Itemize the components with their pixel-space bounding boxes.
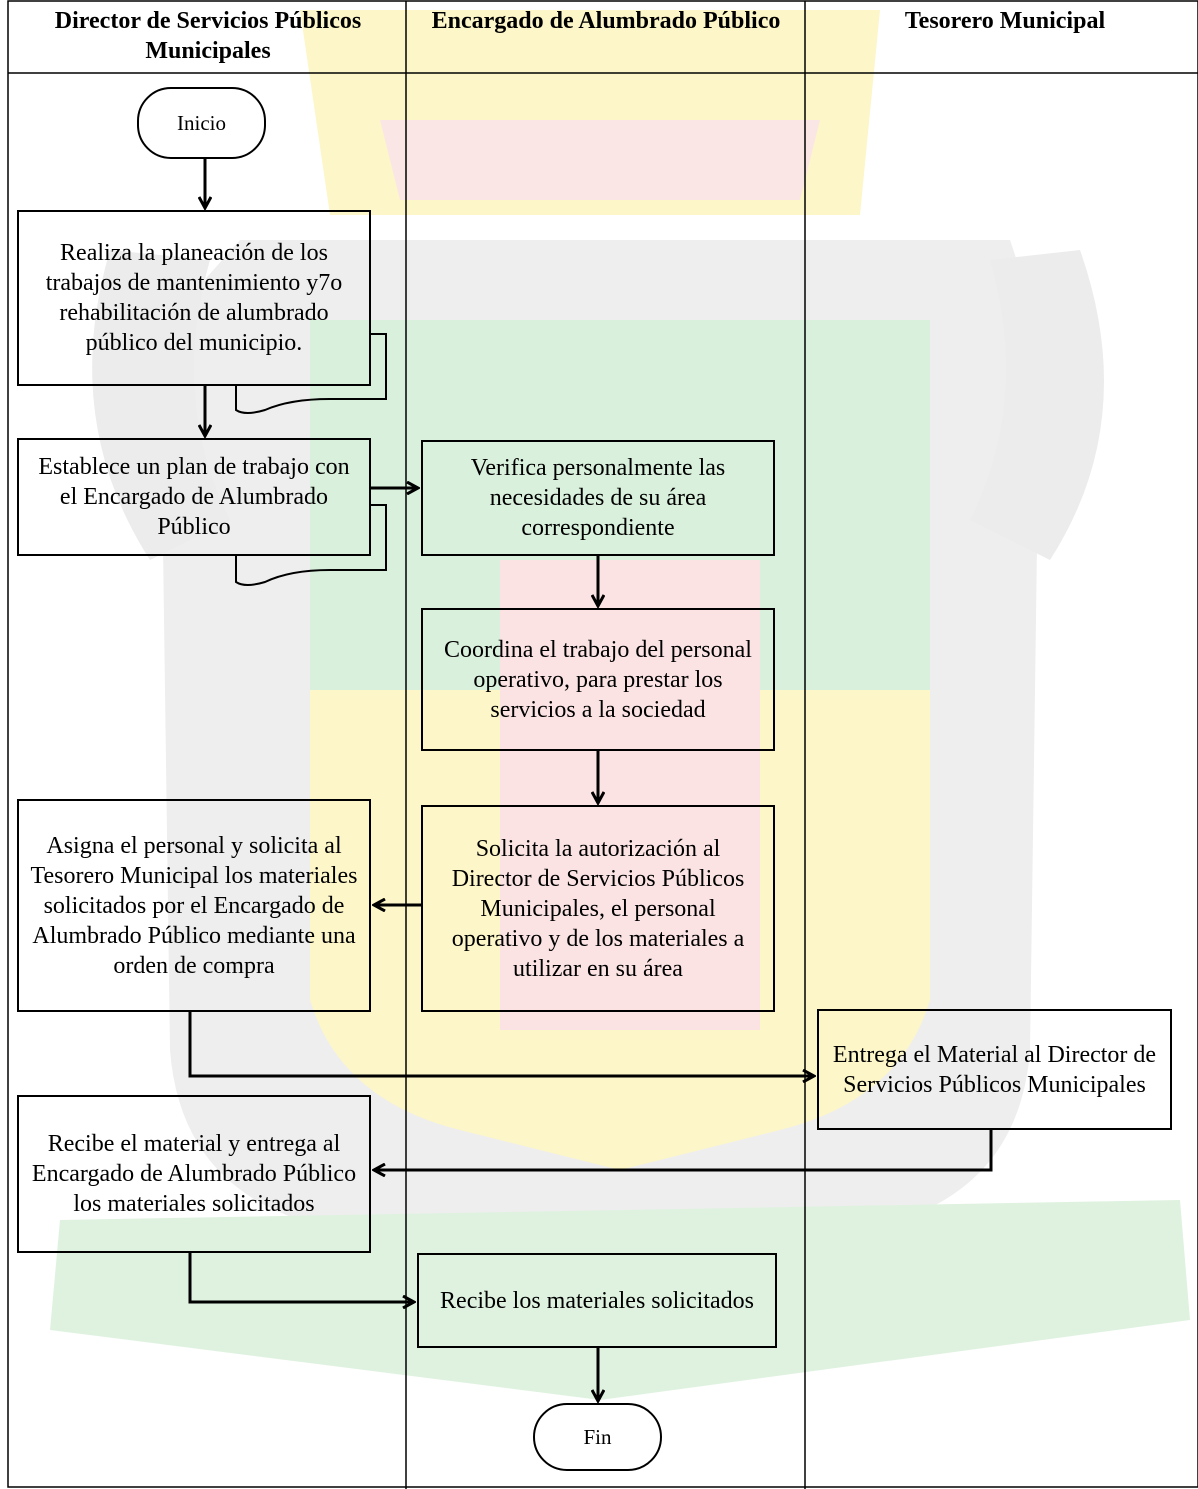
process-recibe-material: Recibe el material y entrega al Encargad… xyxy=(17,1095,371,1253)
start-terminal: Inicio xyxy=(137,87,266,159)
end-terminal: Fin xyxy=(533,1403,662,1471)
process-entrega-material: Entrega el Material al Director de Servi… xyxy=(817,1009,1172,1130)
swimlane-frame xyxy=(7,0,1198,1488)
process-solicita-autorizacion: Solicita la autorización al Director de … xyxy=(421,805,775,1012)
process-planeacion: Realiza la planeación de los trabajos de… xyxy=(17,210,371,386)
process-verifica-necesidades: Verifica personalmente las necesidades d… xyxy=(421,440,775,556)
document-tail-workplan xyxy=(235,504,387,586)
lane-header-director: Director de Servicios Públicos Municipal… xyxy=(54,8,362,64)
edge-d3-t1 xyxy=(188,1012,814,1076)
lane-header-encargado: Encargado de Alumbrado Público xyxy=(431,8,781,34)
process-asigna-personal: Asigna el personal y solicita al Tesorer… xyxy=(17,799,371,1012)
lane-header-tesorero: Tesorero Municipal xyxy=(904,8,1106,34)
watermark-scroll-right xyxy=(970,250,1104,560)
process-plan-trabajo: Establece un plan de trabajo con el Enca… xyxy=(17,438,371,556)
watermark-crown-red xyxy=(380,120,820,200)
document-tail-plan xyxy=(235,333,387,414)
process-coordina-trabajo: Coordina el trabajo del personal operati… xyxy=(421,608,775,751)
watermark-shield-green xyxy=(310,320,930,690)
edge-t1-d4 xyxy=(374,1130,993,1170)
watermark-ribbon xyxy=(50,1200,1190,1400)
watermark-shield-red xyxy=(500,560,760,1030)
edge-d4-e4 xyxy=(188,1253,414,1302)
process-recibe-materiales: Recibe los materiales solicitados xyxy=(417,1253,777,1348)
watermark-scroll-left xyxy=(92,250,230,560)
